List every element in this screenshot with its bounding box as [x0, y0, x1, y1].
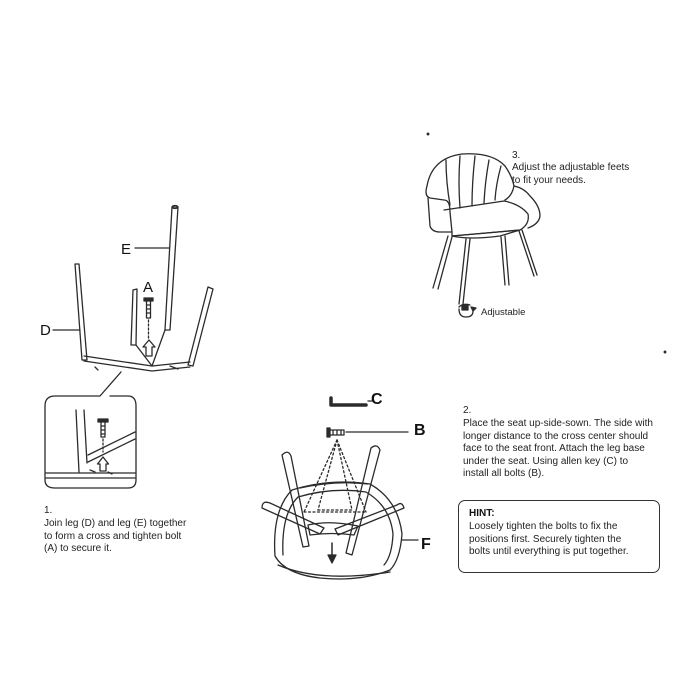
- leg-e: [164, 206, 179, 331]
- part-label-e: E: [121, 241, 132, 258]
- down-arrow-icon: [327, 542, 337, 564]
- part-label-b: B: [414, 422, 426, 439]
- rotate-arrow-icon: [458, 303, 477, 318]
- up-arrow-icon: [142, 339, 156, 357]
- adjustable-label: Adjustable: [481, 307, 526, 318]
- step-3-text: Adjust the adjustable feets to fit your …: [512, 162, 630, 186]
- step-2-number: 2.: [463, 405, 472, 416]
- step-1-text: Join leg (D) and leg (E) together to for…: [44, 518, 187, 554]
- flipped-leg-4: [334, 502, 405, 536]
- part-label-d: D: [40, 322, 51, 339]
- allen-key-icon: [329, 396, 368, 407]
- leg-right-front: [187, 286, 214, 367]
- hint-title: HINT:: [469, 508, 495, 519]
- bolt-icon: [143, 297, 154, 319]
- flipped-leg-2: [345, 445, 381, 556]
- hint-box: [458, 500, 660, 573]
- step-2-text: Place the seat up-side-sown. The side wi…: [463, 418, 653, 479]
- part-label-a: A: [143, 279, 154, 296]
- leg-cross-illustration: [52, 204, 214, 372]
- assembled-chair-illustration: [425, 153, 541, 318]
- part-label-f: F: [421, 536, 431, 553]
- bolt-icon: [326, 427, 345, 438]
- step-3-number: 3.: [512, 150, 521, 161]
- flipped-leg-1: [281, 451, 310, 548]
- leg-d: [74, 263, 88, 361]
- step1-zoom-callout: [44, 371, 137, 489]
- seat-flipped-illustration: [261, 396, 419, 580]
- hint-text: Loosely tighten the bolts to fix the pos…: [469, 521, 629, 557]
- step-1-number: 1.: [44, 505, 53, 516]
- part-label-c: C: [371, 391, 383, 408]
- flipped-leg-3: [261, 501, 325, 535]
- leg-rear: [130, 288, 138, 346]
